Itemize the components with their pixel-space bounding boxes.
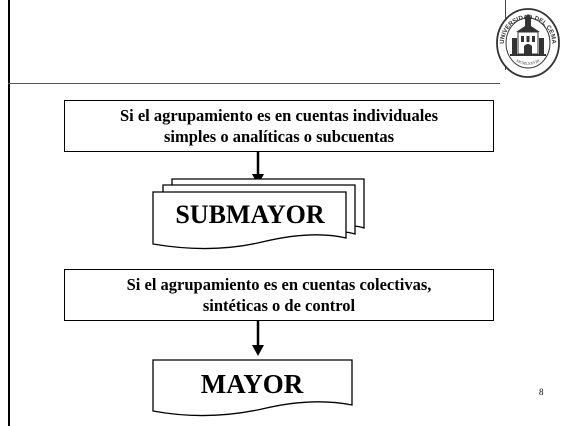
header-divider — [8, 83, 500, 84]
condition-box-individual-accounts: Si el agrupamiento es en cuentas individ… — [64, 100, 494, 152]
page-number: 8 — [539, 387, 544, 397]
mayor-document-shape — [152, 359, 353, 417]
mayor-label: MAYOR — [200, 369, 304, 399]
condition-text-line: simples o analíticas o subcuentas — [163, 127, 395, 146]
submayor-label: SUBMAYOR — [175, 200, 325, 229]
condition-text-line: Si el agrupamiento es en cuentas individ… — [119, 106, 439, 125]
condition-text-line: sintéticas o de control — [202, 296, 356, 315]
down-arrow-icon — [252, 321, 264, 356]
university-seal-logo: UNIVERSIDAD DEL CEMA MCMLXXVIII — [496, 8, 560, 78]
left-border — [8, 0, 10, 426]
submayor-document-stack — [152, 178, 365, 250]
condition-box-collective-accounts: Si el agrupamiento es en cuentas colecti… — [64, 269, 494, 321]
condition-text-line: Si el agrupamiento es en cuentas colecti… — [126, 275, 432, 294]
svg-text:MCMLXXVIII: MCMLXXVIII — [516, 58, 541, 66]
